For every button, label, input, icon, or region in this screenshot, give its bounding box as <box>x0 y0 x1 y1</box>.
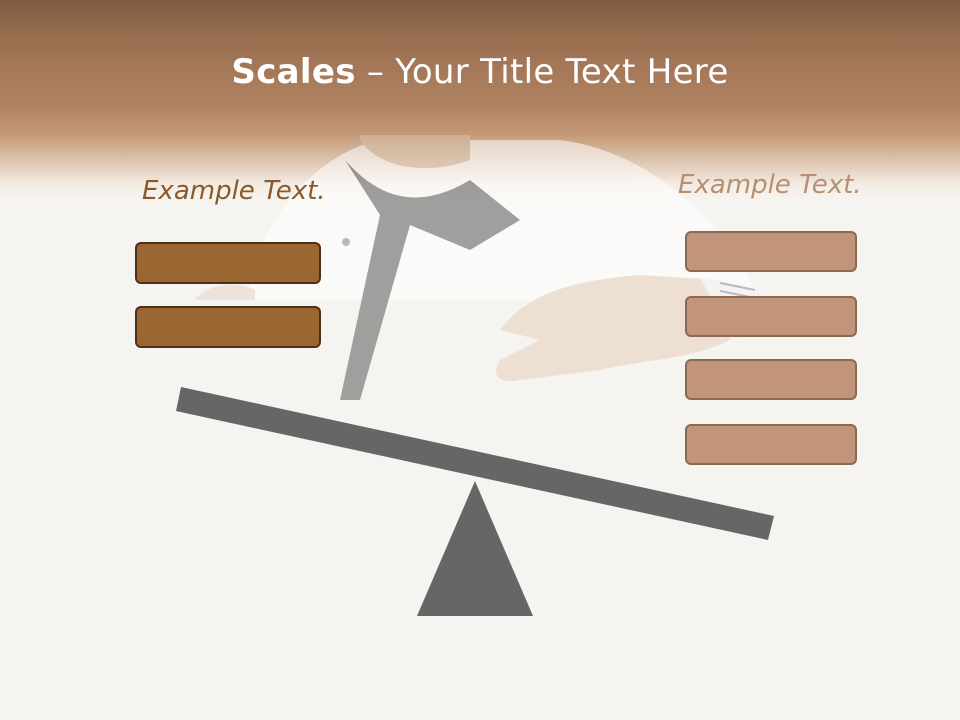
scale-fulcrum <box>417 481 533 616</box>
title-bold: Scales <box>231 52 356 92</box>
right-box-3 <box>685 359 857 400</box>
scale-beam <box>176 387 774 540</box>
left-box-2 <box>135 306 321 348</box>
slide-title: Scales – Your Title Text Here <box>0 52 960 92</box>
left-label: Example Text. <box>142 176 326 206</box>
right-box-1 <box>685 231 857 272</box>
right-box-4 <box>685 424 857 465</box>
left-box-1 <box>135 242 321 284</box>
right-label: Example Text. <box>678 170 862 200</box>
title-rest: – Your Title Text Here <box>355 52 729 92</box>
right-box-2 <box>685 296 857 337</box>
